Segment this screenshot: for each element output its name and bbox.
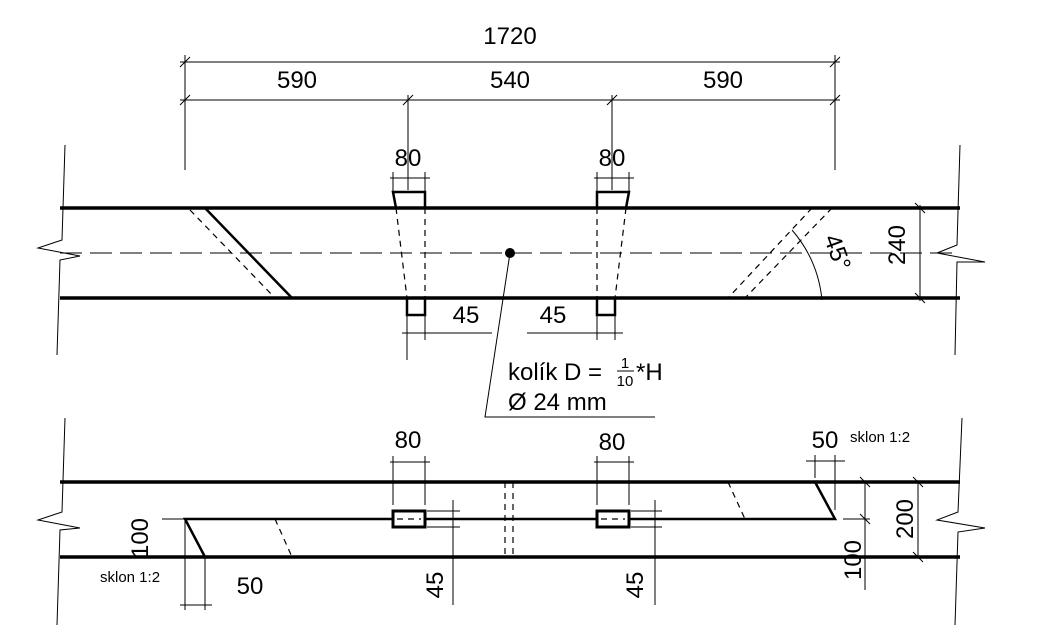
- joint-line: [182, 481, 838, 558]
- dim-45-right: 45: [540, 302, 567, 329]
- break-symbol-right: [935, 144, 986, 356]
- fraction-num: 1: [621, 355, 629, 372]
- dowel-width-left: 80: [395, 427, 422, 454]
- dim-45-left: 45: [422, 572, 449, 599]
- dim-45-left: 45: [453, 302, 480, 329]
- dowel-right: [595, 190, 631, 209]
- note-line2: Ø 24 mm: [508, 389, 607, 416]
- dim-45-right: 45: [622, 572, 649, 599]
- note-suffix: *H: [636, 359, 663, 386]
- break-symbol-right: [935, 417, 986, 626]
- side-view: 80 80 50 sklon 1:2 200 100 100 sklon 1:2…: [36, 417, 986, 626]
- dim-left: 590: [277, 67, 317, 94]
- angle-arc: [791, 229, 823, 301]
- dim-ticks: [179, 56, 841, 106]
- note-line1: kolík D =: [508, 359, 602, 386]
- break-symbol-left: [36, 417, 81, 626]
- dowel-width-right: 80: [599, 145, 626, 172]
- slope-left: sklon 1:2: [100, 569, 160, 586]
- fraction-den: 10: [617, 373, 634, 390]
- height-240: 240: [884, 225, 911, 265]
- leader-line: [484, 252, 655, 418]
- top-view: 1720 590 540 590 80 80 45 45 45° 2: [36, 23, 986, 418]
- dim-middle: 540: [490, 67, 530, 94]
- dim-total: 1720: [483, 23, 536, 50]
- dowel-width-right: 80: [599, 429, 626, 456]
- dim-50-left: 50: [237, 573, 264, 600]
- height-200: 200: [892, 499, 919, 539]
- scarf-cut-left: [204, 207, 293, 299]
- dim-100-left: 100: [127, 518, 154, 558]
- dim-50-right: 50: [812, 427, 839, 454]
- angle-label: 45°: [818, 231, 856, 274]
- break-symbol-left: [36, 144, 81, 356]
- dowel-width-left: 80: [395, 145, 422, 172]
- dim-100-right: 100: [840, 540, 867, 580]
- dowel-left: [391, 190, 427, 209]
- dim-right: 590: [703, 67, 743, 94]
- slope-right: sklon 1:2: [850, 429, 910, 446]
